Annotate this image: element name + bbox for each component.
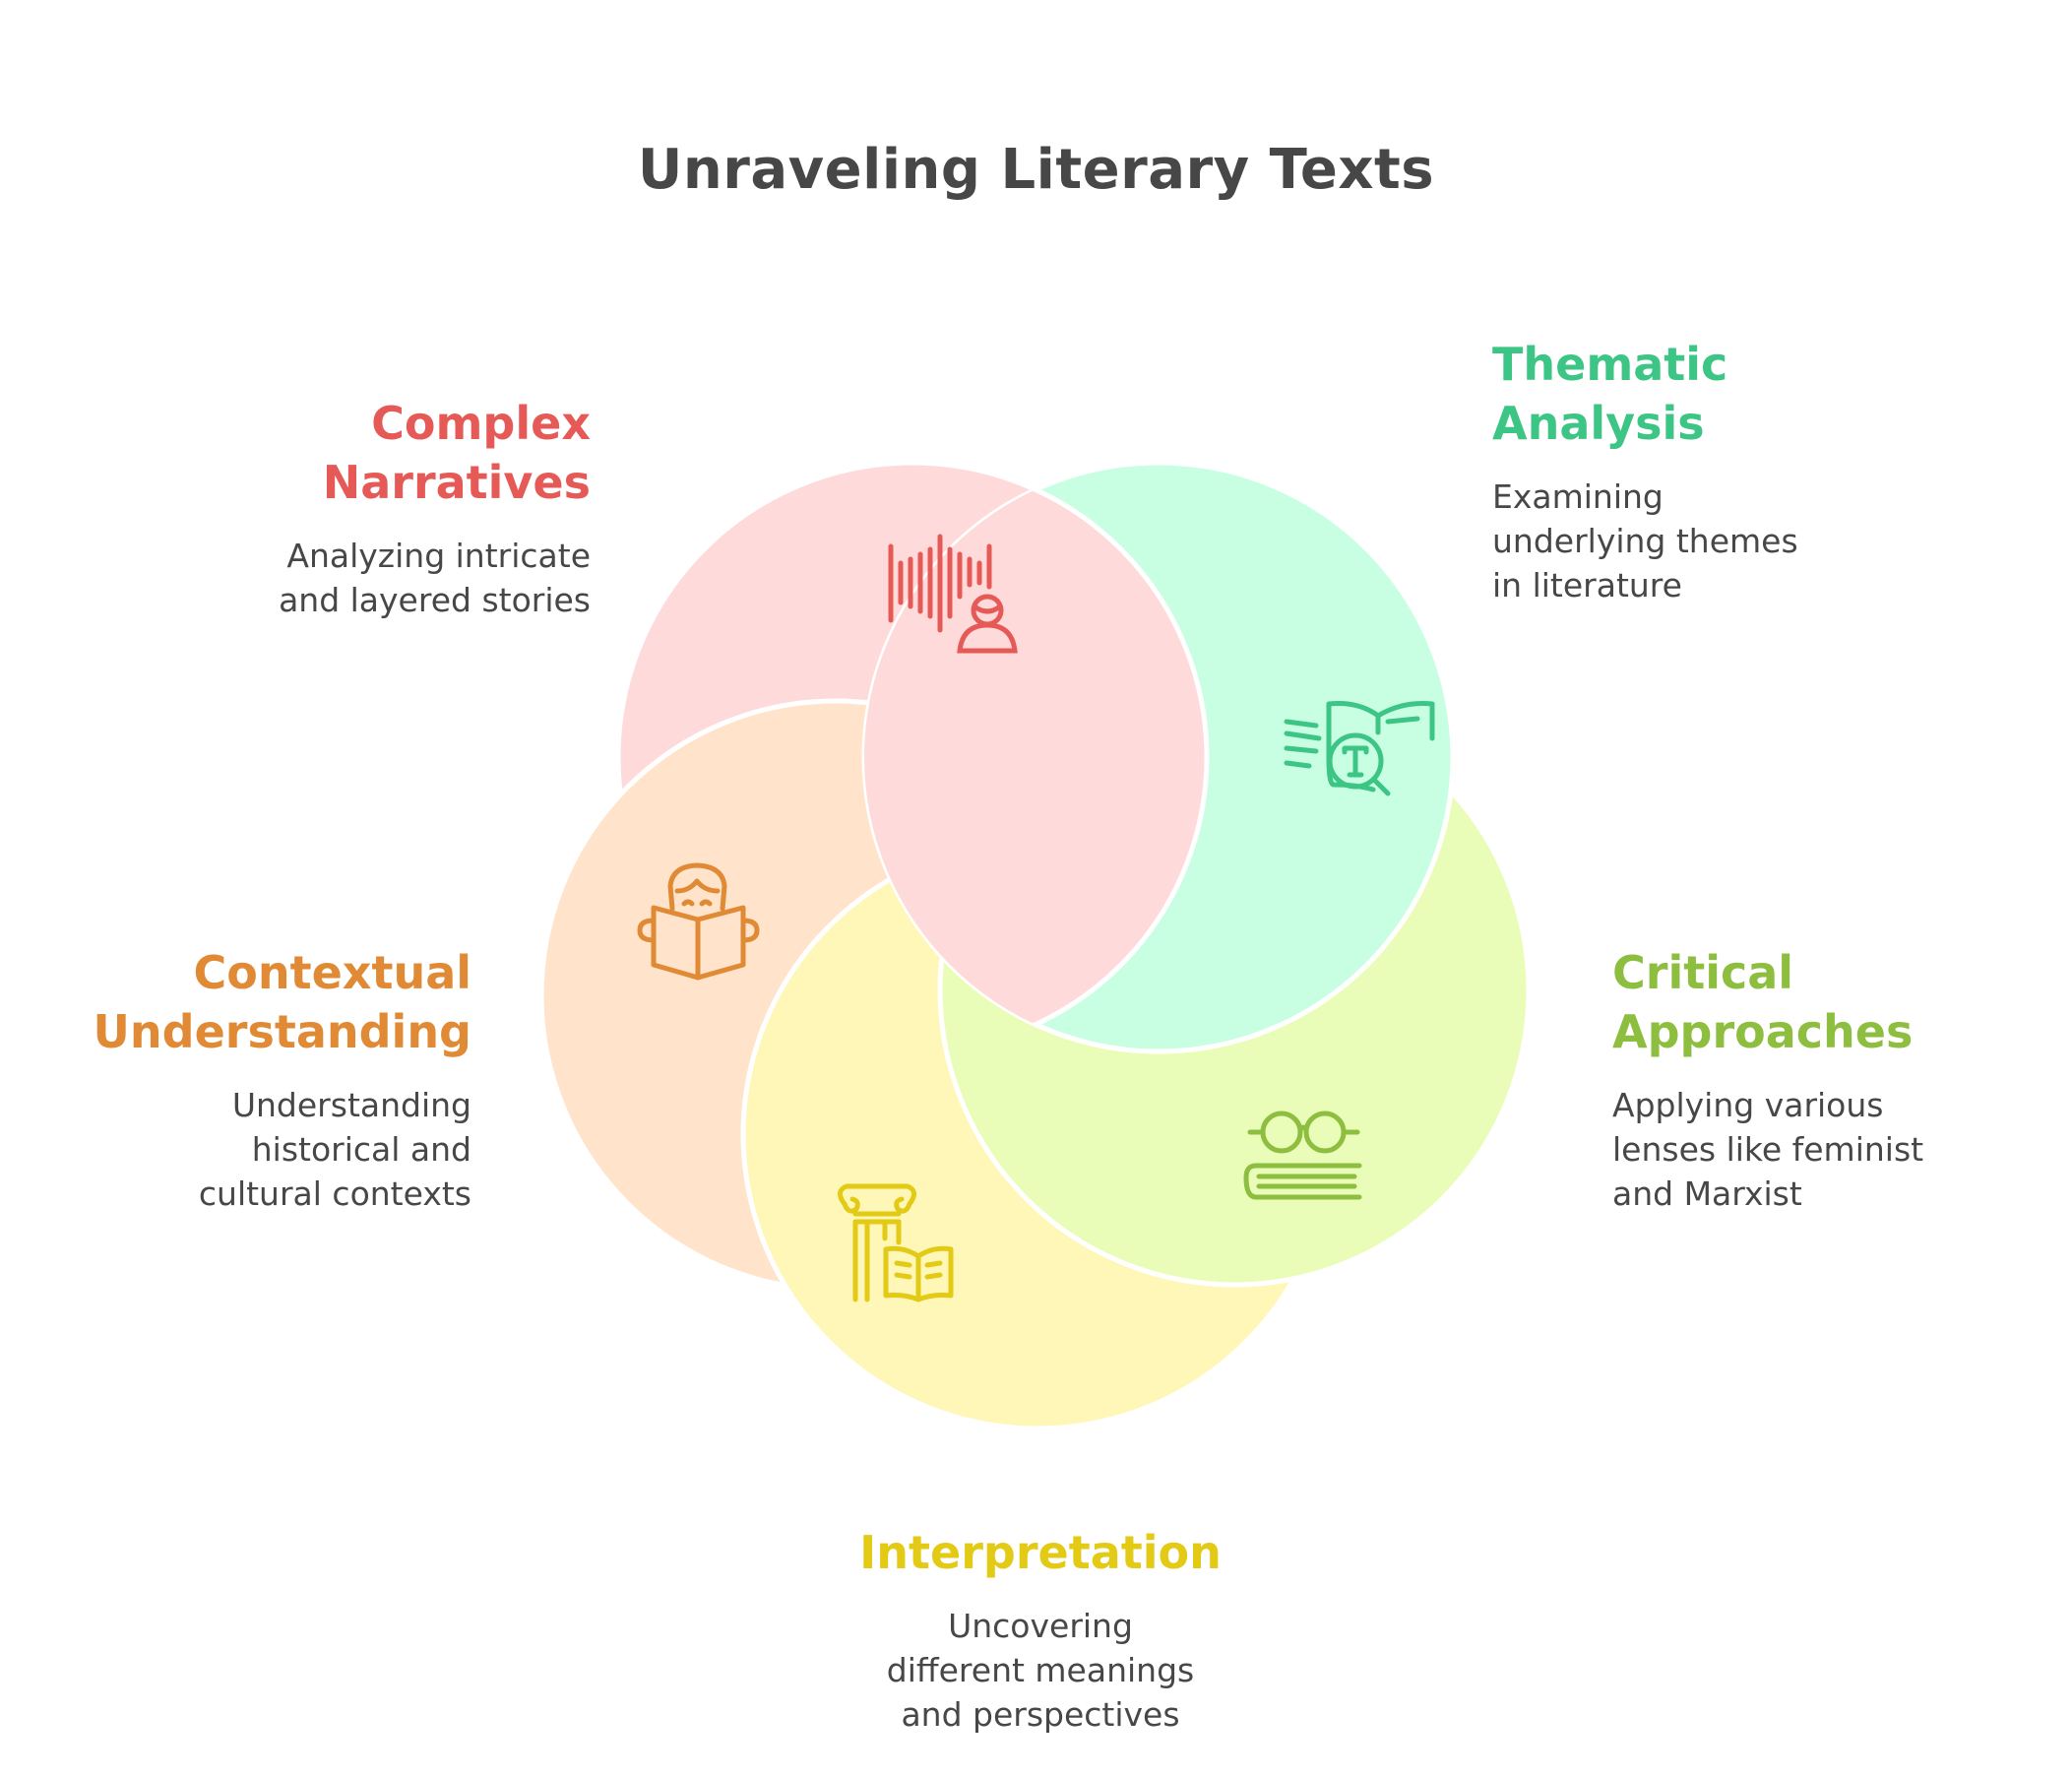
item-description: Examining underlying themes in literatur… (1492, 477, 1798, 604)
book-magnifier-icon (1284, 701, 1435, 796)
person-reading-icon (637, 862, 760, 981)
item-complex-narratives: Complex Narratives Analyzing intricate a… (177, 394, 591, 622)
item-description: Analyzing intricate and layered stories (279, 537, 591, 619)
item-contextual-understanding: Contextual Understanding Understanding h… (19, 943, 471, 1216)
item-heading: Contextual Understanding (93, 946, 471, 1058)
column-book-icon (838, 1183, 954, 1302)
item-description: Understanding historical and cultural co… (198, 1086, 471, 1213)
item-interpretation: Interpretation Uncovering different mean… (794, 1523, 1287, 1737)
diagram-title: Unraveling Literary Texts (637, 138, 1435, 202)
item-description: Applying various lenses like feminist an… (1612, 1086, 1924, 1213)
item-critical-approaches: Critical Approaches Applying various len… (1612, 943, 2045, 1216)
item-heading: Thematic Analysis (1492, 338, 1728, 450)
item-heading: Interpretation (859, 1526, 1222, 1579)
petal-complex-narratives-overlap (864, 463, 1210, 1051)
glasses-book-icon (1243, 1111, 1362, 1200)
item-heading: Complex Narratives (322, 397, 591, 509)
item-description: Uncovering different meanings and perspe… (886, 1607, 1195, 1734)
soundwave-person-icon (888, 534, 1018, 654)
item-heading: Critical Approaches (1612, 946, 1914, 1058)
item-thematic-analysis: Thematic Analysis Examining underlying t… (1492, 335, 1906, 607)
